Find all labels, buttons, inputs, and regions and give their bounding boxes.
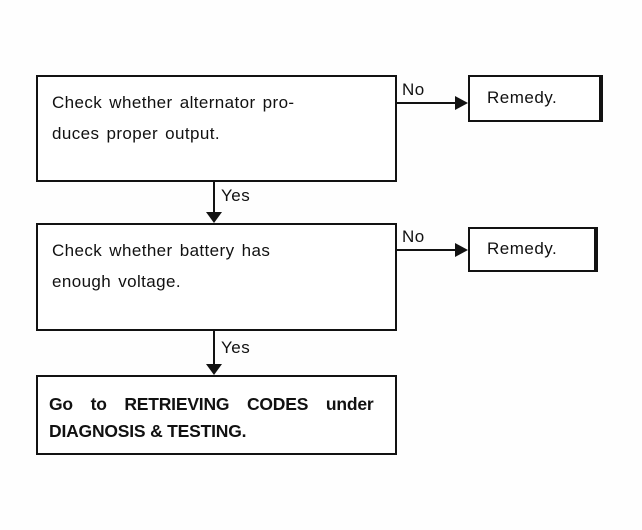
node-text-line: Go to RETRIEVING CODES under <box>49 394 374 414</box>
edge-no-1-label: No <box>402 80 425 99</box>
edge-yes-2-label: Yes <box>221 338 251 357</box>
edge-no-1-arrowhead-icon <box>455 96 468 110</box>
node-go-to-retrieving-codes: Go to RETRIEVING CODES under DIAGNOSIS &… <box>36 375 397 455</box>
node-text-line: Check whether alternator pro- <box>52 93 295 112</box>
node-remedy-alternator: Remedy. <box>468 75 603 122</box>
edge-yes-2-connector-line <box>213 331 215 366</box>
node-text-line: DIAGNOSIS & TESTING. <box>49 421 247 441</box>
edge-yes-1-arrowhead-icon <box>206 212 222 223</box>
edge-no-2-label: No <box>402 227 425 246</box>
node-check-battery-voltage: Check whether battery has enough voltage… <box>36 223 397 331</box>
edge-yes-1-label: Yes <box>221 186 251 205</box>
node-text-line: Check whether battery has <box>52 241 271 260</box>
node-text-line: duces proper output. <box>52 124 220 143</box>
edge-yes-2-arrowhead-icon <box>206 364 222 375</box>
node-text-line: Remedy. <box>487 88 558 107</box>
node-text-line: Remedy. <box>487 239 558 258</box>
edge-no-1-connector-line <box>397 102 457 104</box>
edge-no-2-connector-line <box>397 249 457 251</box>
node-check-alternator-output: Check whether alternator pro- duces prop… <box>36 75 397 182</box>
node-text-line: enough voltage. <box>52 272 181 291</box>
edge-no-2-arrowhead-icon <box>455 243 468 257</box>
edge-yes-1-connector-line <box>213 182 215 214</box>
node-remedy-battery: Remedy. <box>468 227 598 272</box>
